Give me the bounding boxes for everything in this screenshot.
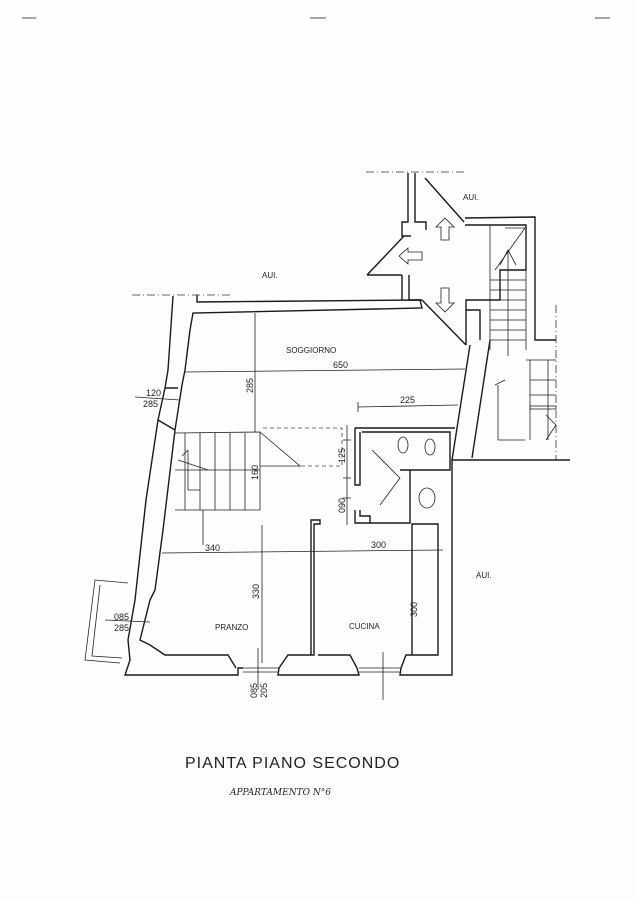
sink-icon [418,487,436,509]
dim-stair-width: 160 [250,465,260,480]
dim-window-left-bottom: 285 [143,399,158,409]
dim-pranzo-width: 340 [205,543,220,553]
plan-subtitle: APPARTAMENTO N°6 [229,788,331,798]
dim-stair-landing: 125 [337,448,347,463]
dimension-lines [104,368,466,700]
arrow-up-icon [435,217,455,241]
dim-balcony-window-bottom: 285 [114,623,129,633]
plan-title: PIANTA PIANO SECONDO [185,755,400,772]
arrow-down-icon [435,287,455,313]
arrow-left-icon [398,247,423,265]
room-label-pranzo: PRANZO [215,623,248,632]
room-label-aui-top: AUI. [463,193,479,202]
toilet-icon [424,438,436,456]
room-label-cucina: CUCINA [349,622,380,631]
room-label-soggiorno: SOGGIORNO [286,346,336,355]
dim-window-left-top: 120 [146,388,161,398]
dim-soggiorno-depth: 285 [245,378,255,393]
dim-window-bottom-bottom: 205 [259,683,269,698]
dim-balcony-window-top: 085 [114,612,129,622]
room-label-aui-right: AUI. [476,571,492,580]
dim-soggiorno-width: 650 [333,360,348,370]
dim-door-bath: 090 [337,498,347,513]
dim-pranzo-depth: 330 [251,584,261,599]
dim-window-bottom-top: 085 [249,683,259,698]
dim-hall-width: 225 [400,395,415,405]
walls [84,173,570,676]
room-label-aui-left: AUI. [262,271,278,280]
dim-cucina-width: 300 [371,540,386,550]
dim-cucina-depth: 300 [409,602,419,617]
bidet-icon [397,436,409,454]
